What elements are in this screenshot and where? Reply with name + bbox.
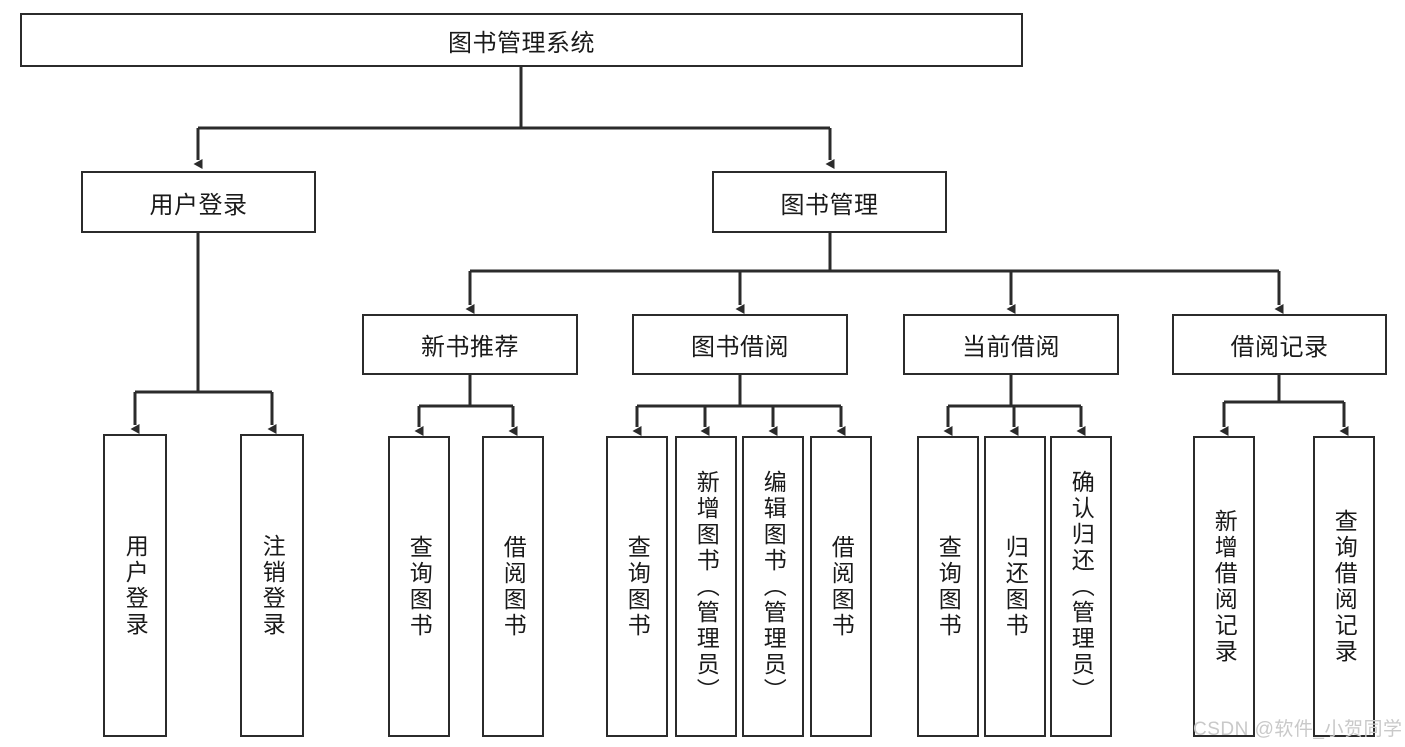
node-leaf-query-book-3[interactable]: 查询图书	[917, 436, 979, 737]
node-user-login[interactable]: 用户登录	[81, 171, 316, 233]
node-leaf-confirm-return-label: 确认归还（管理员）	[1068, 469, 1095, 704]
node-leaf-query-book-3-label: 查询图书	[935, 534, 962, 639]
node-leaf-add-record-label: 新增借阅记录	[1211, 508, 1238, 665]
node-leaf-add-book-label: 新增图书（管理员）	[693, 469, 720, 704]
node-leaf-edit-book[interactable]: 编辑图书（管理员）	[742, 436, 804, 737]
node-leaf-query-record[interactable]: 查询借阅记录	[1313, 436, 1375, 737]
node-root-label: 图书管理系统	[448, 29, 595, 57]
node-leaf-borrow-book-2-label: 借阅图书	[828, 534, 855, 639]
node-borrow-record[interactable]: 借阅记录	[1172, 314, 1387, 375]
node-book-borrow-label: 图书借阅	[691, 334, 789, 361]
node-leaf-borrow-book-1-label: 借阅图书	[500, 534, 527, 639]
node-leaf-logout[interactable]: 注销登录	[240, 434, 304, 737]
node-root[interactable]: 图书管理系统	[20, 13, 1023, 67]
node-leaf-add-book[interactable]: 新增图书（管理员）	[675, 436, 737, 737]
node-user-login-label: 用户登录	[149, 191, 248, 219]
node-leaf-user-login[interactable]: 用户登录	[103, 434, 167, 737]
node-leaf-logout-label: 注销登录	[259, 533, 286, 638]
node-leaf-query-record-label: 查询借阅记录	[1331, 508, 1358, 665]
node-current-borrow[interactable]: 当前借阅	[903, 314, 1119, 375]
node-leaf-edit-book-label: 编辑图书（管理员）	[760, 469, 787, 704]
node-leaf-confirm-return[interactable]: 确认归还（管理员）	[1050, 436, 1112, 737]
node-new-book-recommend[interactable]: 新书推荐	[362, 314, 578, 375]
node-leaf-user-login-label: 用户登录	[122, 533, 149, 638]
node-leaf-borrow-book-1[interactable]: 借阅图书	[482, 436, 544, 737]
node-leaf-add-record[interactable]: 新增借阅记录	[1193, 436, 1255, 737]
csdn-watermark: CSDN @软件_小贺同学	[1193, 719, 1403, 740]
node-leaf-query-book-2-label: 查询图书	[624, 534, 651, 639]
node-leaf-return-book[interactable]: 归还图书	[984, 436, 1046, 737]
node-new-book-recommend-label: 新书推荐	[421, 334, 519, 361]
node-book-borrow[interactable]: 图书借阅	[632, 314, 848, 375]
node-book-management-label: 图书管理	[780, 191, 879, 219]
node-leaf-borrow-book-2[interactable]: 借阅图书	[810, 436, 872, 737]
node-borrow-record-label: 借阅记录	[1230, 334, 1329, 361]
node-book-management[interactable]: 图书管理	[712, 171, 947, 233]
node-leaf-query-book-2[interactable]: 查询图书	[606, 436, 668, 737]
node-leaf-query-book-1[interactable]: 查询图书	[388, 436, 450, 737]
node-leaf-return-book-label: 归还图书	[1002, 534, 1029, 639]
node-current-borrow-label: 当前借阅	[962, 334, 1060, 361]
node-leaf-query-book-1-label: 查询图书	[406, 534, 433, 639]
